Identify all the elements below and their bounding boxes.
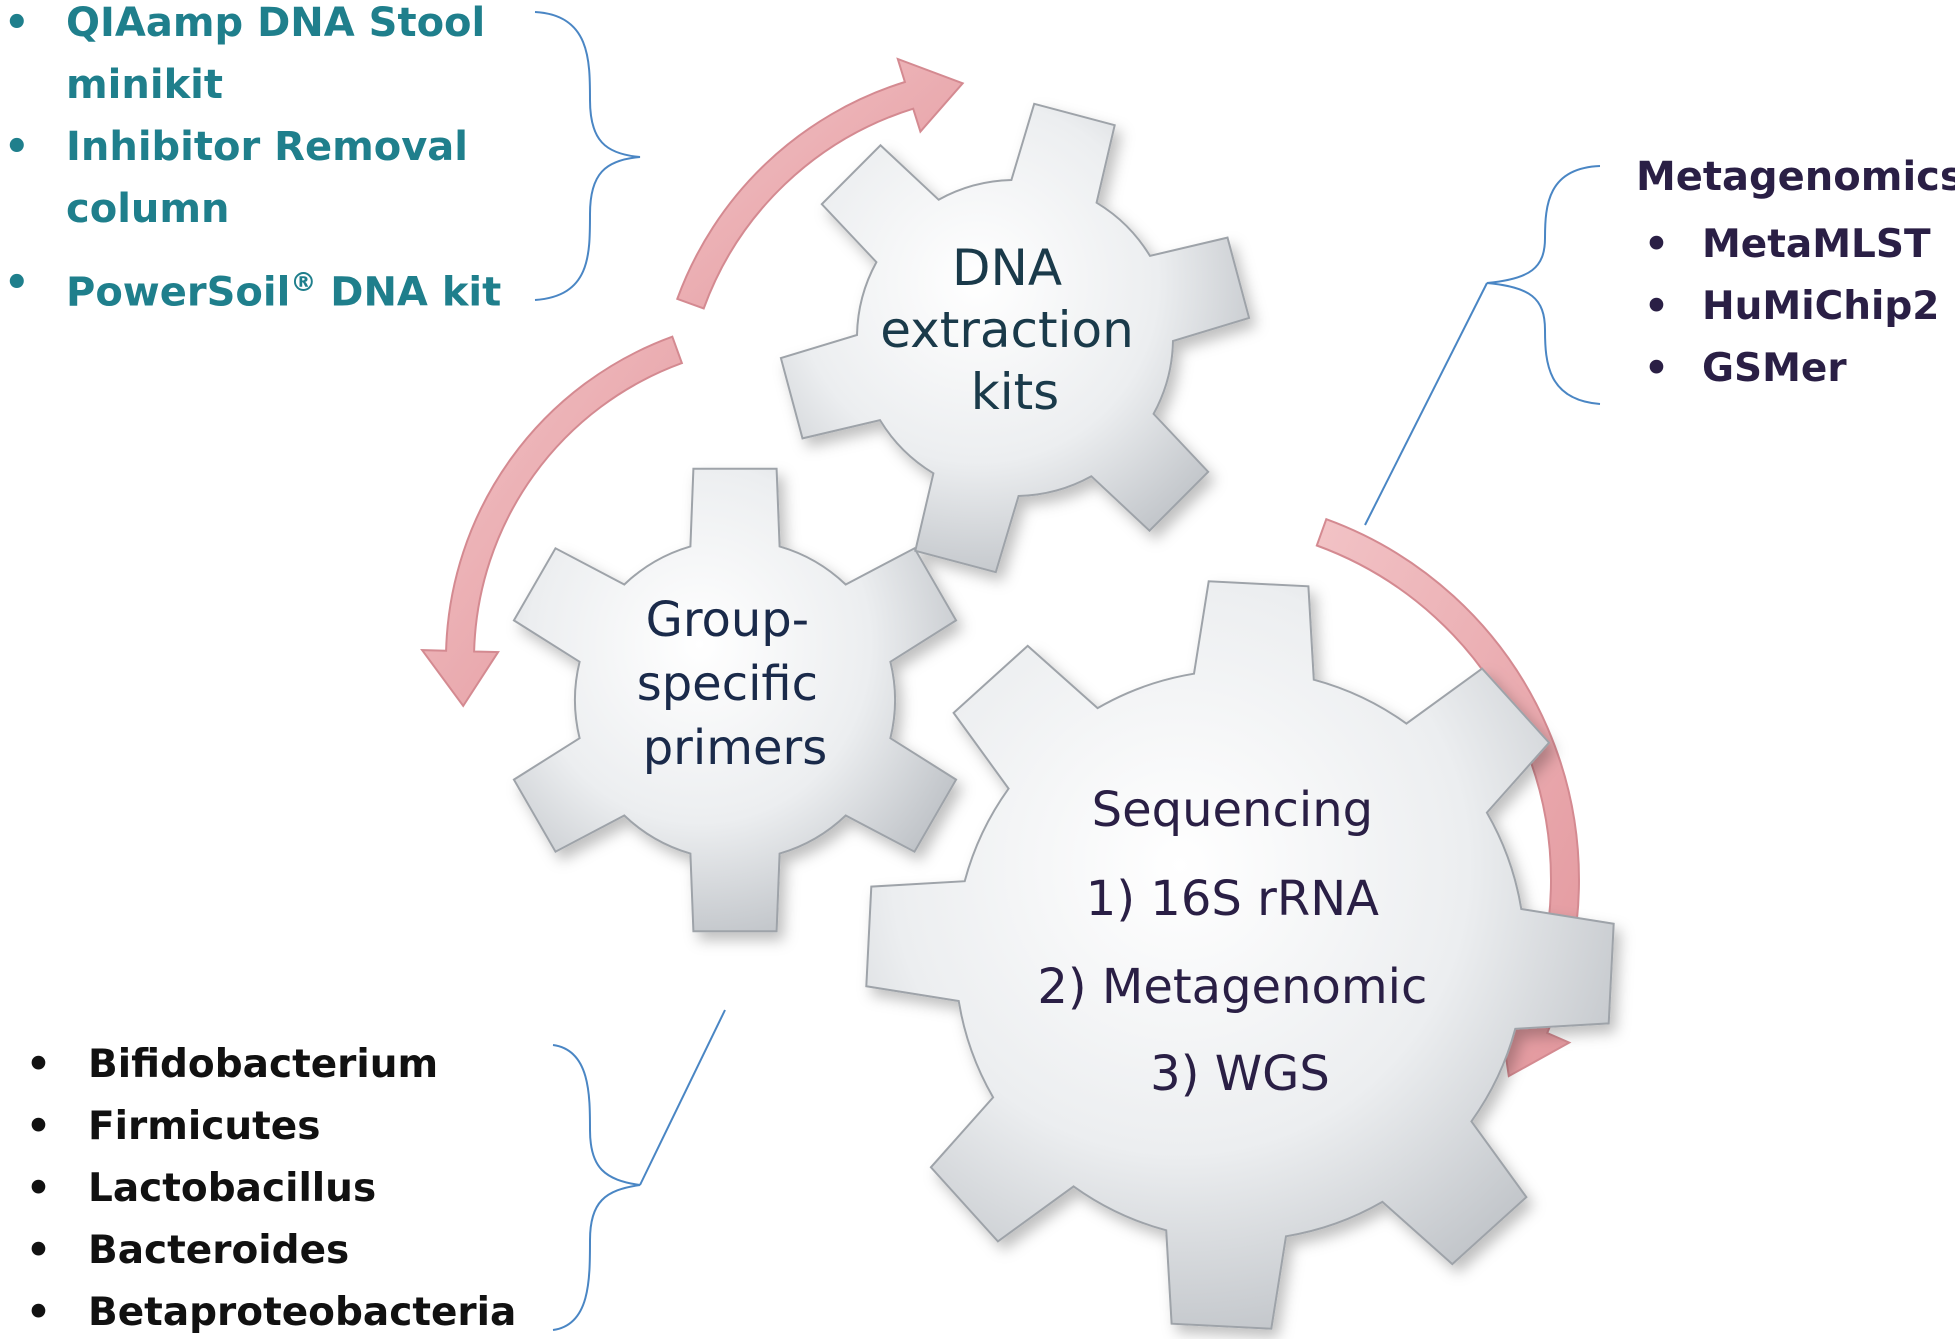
taxon-name: Lactobacillus [88, 1166, 377, 1211]
list-item: • Bifidobacterium [22, 1034, 516, 1096]
primers-gear [512, 467, 958, 933]
kits-brace [534, 11, 641, 301]
dna-extraction-gear [779, 102, 1251, 574]
arrow-to-dna-kits [676, 57, 965, 310]
tool-name: HuMiChip2 [1702, 284, 1940, 329]
bullet: • [4, 260, 30, 306]
kit-text-after: DNA kit [316, 269, 502, 316]
kit-text: QIAamp DNA Stool [66, 0, 486, 46]
bacteria-brace [552, 1044, 641, 1331]
taxon-name: Bifidobacterium [88, 1042, 439, 1087]
cycle-arrows [420, 57, 1580, 1078]
kit-text: Inhibitor Removal [66, 124, 469, 170]
kit-text: PowerSoil [66, 269, 291, 316]
arrow-to-primers [420, 335, 684, 708]
bullet: • [1644, 284, 1669, 329]
list-item: • Inhibitor Removal column [0, 116, 501, 240]
bullet: • [26, 1042, 51, 1087]
sequencing-label: Sequencing 1) 16S rRNA 2) Metagenomic 3)… [1037, 782, 1442, 1102]
metagenomics-connector [1364, 282, 1488, 526]
kit-text-cont: column [66, 186, 230, 232]
arrow-to-sequencing [1315, 517, 1580, 1078]
bullet: • [1644, 346, 1669, 391]
bacteria-list: • Bifidobacterium • Firmicutes • Lactobacil… [22, 1034, 516, 1344]
bacteria-connector [639, 1009, 726, 1186]
dna-extraction-label: DNA extraction kits [880, 239, 1149, 421]
metagenomics-title: Metagenomics [1636, 154, 1955, 200]
taxon-name: Betaproteobacteria [88, 1290, 517, 1335]
list-item: • Firmicutes [22, 1096, 516, 1158]
registered-mark: ® [290, 268, 317, 298]
brace-connectors [534, 11, 1601, 1331]
bullet: • [4, 0, 30, 46]
list-item: • MetaMLST [1636, 214, 1939, 276]
bullet: • [26, 1228, 51, 1273]
bullet: • [1644, 222, 1669, 267]
list-item: • QIAamp DNA Stool minikit [0, 0, 501, 116]
tool-name: GSMer [1702, 346, 1847, 391]
extraction-kits-list: • QIAamp DNA Stool minikit • Inhibitor R… [0, 0, 501, 323]
taxon-name: Firmicutes [88, 1104, 321, 1149]
kit-text-cont: minikit [66, 62, 224, 108]
metagenomics-brace [1486, 165, 1601, 405]
bullet: • [26, 1290, 51, 1335]
metagenomics-list: • MetaMLST • HuMiChip2 • GSMer [1636, 214, 1939, 400]
list-item: • GSMer [1636, 338, 1939, 400]
bullet: • [4, 124, 30, 170]
bullet: • [26, 1104, 51, 1149]
list-item: • PowerSoil® DNA kit [0, 252, 501, 323]
gears [512, 102, 1615, 1330]
list-item: • Lactobacillus [22, 1158, 516, 1220]
sequencing-gear [865, 580, 1615, 1330]
list-item: • Bacteroides [22, 1220, 516, 1282]
primers-label: Group- specific primers [637, 592, 834, 776]
taxon-name: Bacteroides [88, 1228, 350, 1273]
bullet: • [26, 1166, 51, 1211]
list-item: • HuMiChip2 [1636, 276, 1939, 338]
tool-name: MetaMLST [1702, 222, 1931, 267]
list-item: • Betaproteobacteria [22, 1282, 516, 1344]
